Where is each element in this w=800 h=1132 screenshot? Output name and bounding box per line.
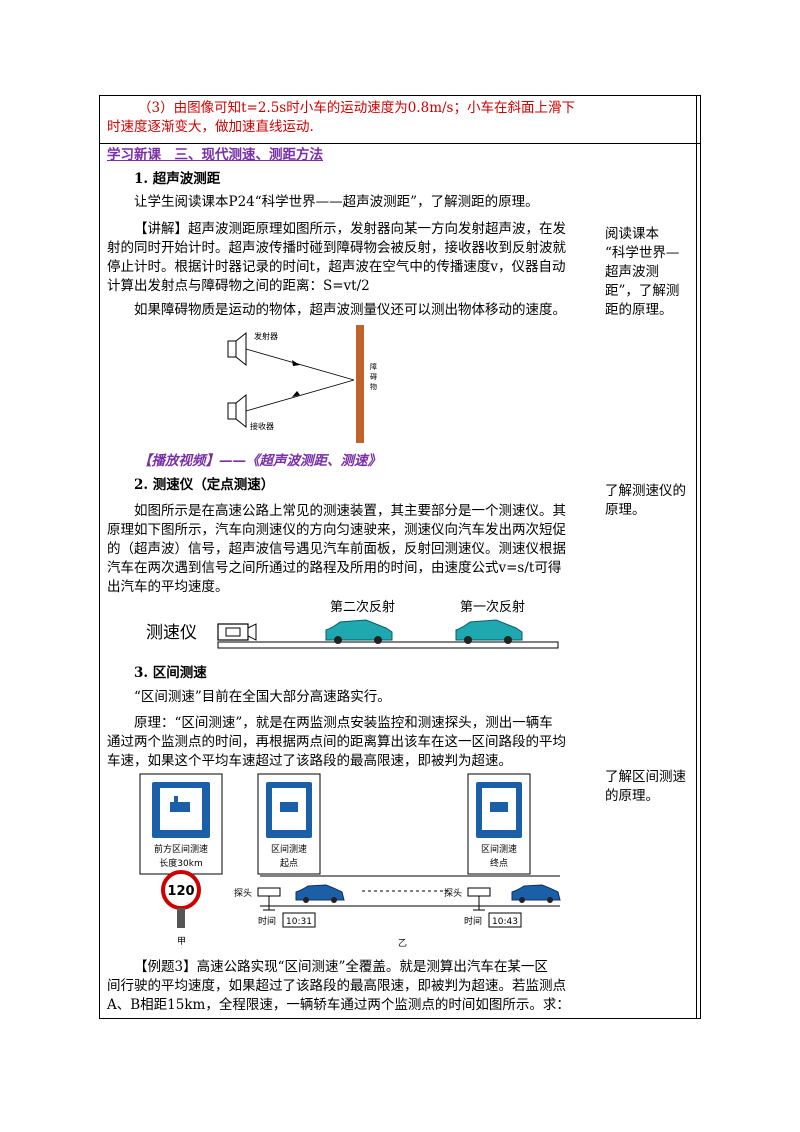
side-note-1-line: “科学世界— [605, 245, 680, 261]
car-icon [295, 884, 345, 903]
reflected-wave-line [245, 379, 355, 412]
speed-limit-value: 120 [167, 884, 194, 899]
interval-diagram: 前方区间测速 长度30km 120 甲 区间测速 起点 区间测速 终点 探头 探… [139, 773, 561, 949]
probe-icon [257, 887, 281, 911]
speedometer-heading: 2. 测速仪（定点测速） [134, 477, 275, 493]
receiver-icon [227, 393, 247, 429]
speedometer-diagram: 测速仪 第二次反射 第一次反射 [146, 599, 559, 649]
emitter-icon [227, 331, 247, 367]
answer-line-2: 时速度逐渐变大，做加速直线运动. [107, 119, 314, 135]
obstacle-label-2: 碍 [370, 373, 377, 381]
interval-line-1: 原理：“区间测速”，就是在两监测点安装监控和测速探头，测出一辆车 [134, 715, 553, 731]
time-label-2: 时间 [464, 915, 482, 927]
arrow-icon [292, 360, 300, 366]
side-note-2-line: 了解测速仪的 [605, 483, 686, 499]
side-note-1-line: 阅读课本 [605, 226, 659, 242]
lesson-table [99, 95, 701, 1019]
ultrasonic-diagram: 发射器 接收器 障 碍 物 [227, 325, 377, 443]
time-label-1: 时间 [258, 915, 276, 927]
speedometer-line-2: 原理如下图所示，汽车向测速仪的方向匀速驶来，测速仪向汽车发出两次短促 [107, 522, 566, 538]
row-divider [100, 143, 700, 144]
speedometer-line-3: 的（超声波）信号，超声波信号遇见汽车前面板，反射回测速仪。测速仪根据 [107, 541, 566, 557]
video-link[interactable]: 【播放视频】——《超声波测距、测速》 [138, 453, 381, 469]
speedometer-line-5: 出汽车的平均速度。 [107, 579, 229, 595]
car-icon [455, 619, 523, 644]
interval-intro: “区间测速”目前在全国大部分高速路实行。 [134, 689, 391, 705]
probe-icon [467, 887, 491, 911]
obstacle-label-3: 物 [370, 382, 377, 391]
time-value-2: 10:43 [492, 917, 518, 927]
ultrasonic-heading: 1. 超声波测距 [134, 171, 221, 187]
side-note-1-line: 超声波测 [605, 264, 659, 280]
interval-sign-end [467, 773, 531, 875]
probe-label-1: 探头 [234, 887, 252, 899]
column-divider [696, 96, 697, 1018]
car-icon [325, 619, 393, 644]
sign1-line-1: 前方区间测速 [154, 843, 208, 855]
section-title: 学习新课 三、现代测速、测距方法 [107, 147, 323, 163]
moving-object-text: 如果障碍物质是运动的物体，超声波测量仪还可以测出物体移动的速度。 [134, 302, 566, 318]
explain-line-1: 【讲解】超声波测距原理如图所示，发射器向某一方向发射超声波，在发 [134, 221, 566, 237]
sign1-line-2: 长度30km [159, 857, 202, 869]
camera-icon [490, 802, 508, 812]
obstacle-label-1: 障 [370, 362, 377, 371]
side-note-2: 了解测速仪的 原理。 [605, 482, 695, 520]
camera-icon [170, 802, 190, 812]
answer-line-1: （3）由图像可知t=2.5s时小车的运动速度为0.8m/s；小车在斜面上滑下 [138, 100, 575, 116]
sign3-line-2: 终点 [490, 857, 508, 869]
side-note-3: 了解区间测速 的原理。 [605, 768, 695, 806]
explain-line-3: 停止计时。根据计时器记录的时间t，超声波在空气中的传播速度v，仪器自动 [107, 259, 566, 275]
first-reflection-label: 第一次反射 [460, 599, 525, 615]
label-yi: 乙 [398, 938, 407, 949]
speedometer-line-4: 汽车在两次遇到信号之间所通过的路程及所用的时间，由速度公式v=s/t可得 [107, 560, 562, 576]
sign2-line-2: 起点 [280, 858, 298, 869]
side-note-2-line: 原理。 [605, 502, 646, 518]
ultrasonic-intro: 让学生阅读课本P24“科学世界——超声波测距”，了解测距的原理。 [134, 194, 539, 210]
interval-sign-ahead [139, 773, 223, 875]
example-line-2: 间行驶的平均速度，如果超过了该路段的最高限速，即被判为超速。若监测点 [107, 978, 566, 994]
side-note-3-line: 的原理。 [605, 788, 659, 804]
side-note-1: 阅读课本 “科学世界— 超声波测 距”，了解测 距的原理。 [605, 225, 695, 320]
example-line-1: 【例题3】高速公路实现“区间测速”全覆盖。就是测算出汽车在某一区 [134, 959, 548, 975]
emitted-wave-line [245, 348, 355, 381]
speedometer-line-1: 如图所示是在高速公路上常见的测速装置，其主要部分是一个测速仪。其 [134, 503, 566, 519]
side-note-1-line: 距的原理。 [605, 302, 673, 318]
camera-icon [280, 802, 298, 812]
example-line-3: A、B相距15km，全程限速，一辆轿车通过两个监测点的时间如图所示。求： [107, 997, 570, 1013]
time-value-1: 10:31 [286, 917, 312, 927]
sign3-line-1: 区间测速 [481, 843, 517, 855]
device-label: 测速仪 [146, 623, 197, 643]
second-reflection-label: 第二次反射 [330, 599, 395, 615]
arrow-icon [292, 391, 300, 397]
obstacle-bar [356, 325, 364, 443]
explain-line-4: 计算出发射点与障碍物之间的距离：S=vt/2 [107, 278, 370, 294]
emitter-label: 发射器 [254, 331, 278, 341]
speed-limit-sign [161, 870, 201, 928]
label-jia: 甲 [177, 936, 186, 947]
side-note-1-line: 距”，了解测 [605, 283, 680, 299]
probe-label-2: 探头 [444, 887, 462, 899]
interval-sign-start [257, 773, 321, 875]
explain-line-2: 射的同时开始计时。超声波传播时碰到障碍物会被反射，接收器收到反射波就 [107, 240, 566, 256]
sign2-line-1: 区间测速 [271, 843, 307, 855]
receiver-label: 接收器 [250, 421, 274, 431]
car-icon [511, 884, 561, 903]
interval-line-3: 车速，如果这个平均车速超过了该路段的最高限速，即被判为超速。 [107, 753, 512, 769]
interval-heading: 3. 区间测速 [134, 665, 207, 681]
interval-line-2: 通过两个监测点的时间，再根据两点间的距离算出该车在这一区间路段的平均 [107, 734, 566, 750]
side-note-3-line: 了解区间测速 [605, 769, 686, 785]
camera-icon [217, 623, 257, 641]
